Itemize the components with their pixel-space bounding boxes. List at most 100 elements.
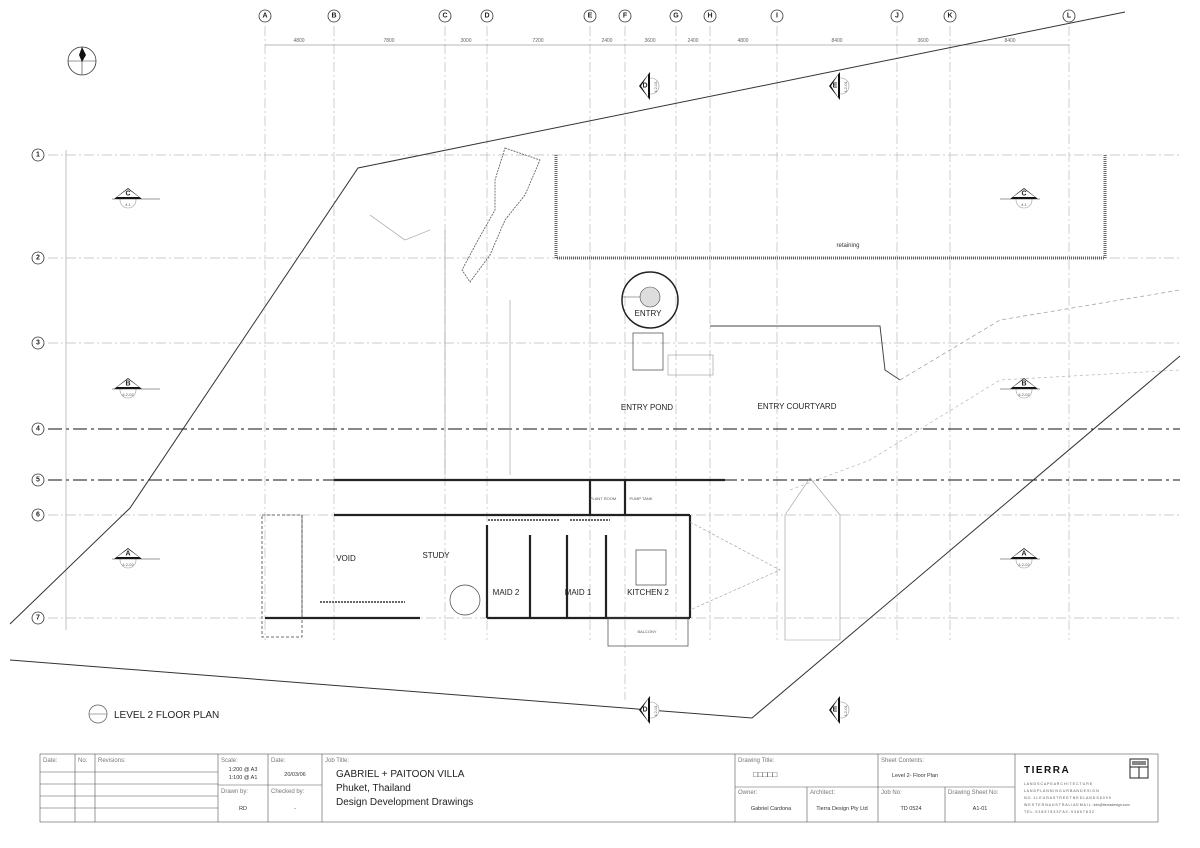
room-label-entry: ENTRY bbox=[635, 309, 663, 318]
svg-text:C: C bbox=[125, 191, 130, 198]
svg-text:20/03/06: 20/03/06 bbox=[284, 772, 305, 778]
svg-text:8400: 8400 bbox=[1004, 38, 1015, 44]
svg-text:H: H bbox=[707, 13, 712, 20]
svg-text:4.2-01: 4.2-01 bbox=[843, 705, 848, 717]
svg-text:7200: 7200 bbox=[532, 38, 543, 44]
svg-text:A: A bbox=[125, 551, 130, 558]
section-marker-c-left: C 4.1 bbox=[112, 188, 160, 209]
section-marker-b-left: B 4.2-02 bbox=[112, 378, 160, 399]
svg-text:Revisions:: Revisions: bbox=[98, 758, 126, 764]
svg-text:1:200 @ A3: 1:200 @ A3 bbox=[229, 767, 258, 773]
grid-bubble-6: 6 bbox=[31, 508, 45, 522]
svg-text:1: 1 bbox=[36, 152, 40, 159]
svg-text:RD: RD bbox=[239, 806, 247, 812]
room-label-plant-room: PLANT ROOM bbox=[590, 496, 616, 501]
svg-text:2400: 2400 bbox=[687, 38, 698, 44]
grid-bubble-7: 7 bbox=[31, 611, 45, 625]
svg-text:I: I bbox=[776, 13, 778, 20]
svg-text:No:: No: bbox=[78, 758, 88, 764]
section-marker-d-bottom: D 4.2-01 bbox=[639, 696, 660, 724]
grid-bubble-h: H bbox=[703, 9, 717, 23]
grid-bubble-2: 2 bbox=[31, 251, 45, 265]
svg-text:1:100 @ A1: 1:100 @ A1 bbox=[229, 775, 258, 781]
svg-text:Scale:: Scale: bbox=[221, 758, 238, 764]
svg-text:D: D bbox=[642, 83, 647, 90]
grid-bubble-b: B bbox=[327, 9, 341, 23]
svg-text:6: 6 bbox=[36, 512, 40, 519]
section-marker-e-top: E 4.2-01 bbox=[829, 72, 850, 100]
svg-text:C: C bbox=[1021, 191, 1026, 198]
svg-text:Design Development Drawings: Design Development Drawings bbox=[336, 797, 473, 808]
svg-text:Date:: Date: bbox=[271, 758, 286, 764]
section-marker-c-right: C 4.1 bbox=[1000, 188, 1040, 209]
svg-text:E: E bbox=[833, 83, 838, 90]
svg-text:4.2-01: 4.2-01 bbox=[653, 81, 658, 93]
svg-text:Architect:: Architect: bbox=[810, 790, 835, 796]
svg-text:4.1: 4.1 bbox=[1021, 202, 1027, 207]
tierra-logo-icon bbox=[1129, 758, 1149, 779]
firm-logo-text: TIERRA bbox=[1024, 765, 1070, 776]
building-walls bbox=[261, 477, 841, 647]
svg-text:W E S T E R N A U S T R A L: W E S T E R N A U S T R A L I A E M A I … bbox=[1024, 803, 1130, 807]
room-label-pump-tank: PUMP TANK bbox=[630, 496, 653, 501]
section-marker-a-right: A 4.2-02 bbox=[1000, 548, 1040, 569]
svg-text:4: 4 bbox=[36, 426, 40, 433]
svg-text:D: D bbox=[484, 13, 489, 20]
column-dimension-string: 4800 7800 3000 7200 2400 3600 2400 4800 … bbox=[265, 38, 1069, 46]
svg-text:F: F bbox=[623, 13, 628, 20]
svg-text:Drawn by:: Drawn by: bbox=[221, 789, 248, 795]
svg-text:B: B bbox=[125, 381, 130, 388]
svg-text:4.2-02: 4.2-02 bbox=[122, 562, 134, 567]
north-arrow-icon bbox=[67, 46, 97, 76]
room-label-entry-courtyard: ENTRY COURTYARD bbox=[758, 402, 837, 411]
room-label-study: STUDY bbox=[422, 551, 450, 560]
grid-bubble-i: I bbox=[770, 9, 784, 23]
grid-bubble-d: D bbox=[480, 9, 494, 23]
plan-title: LEVEL 2 FLOOR PLAN bbox=[88, 704, 219, 724]
svg-text:3600: 3600 bbox=[917, 38, 928, 44]
grid-bubble-j: J bbox=[890, 9, 904, 23]
svg-text:-: - bbox=[294, 806, 296, 812]
svg-text:G: G bbox=[673, 13, 679, 20]
svg-text:4.1: 4.1 bbox=[125, 202, 131, 207]
svg-text:4.2-02: 4.2-02 bbox=[1018, 392, 1030, 397]
svg-text:3000: 3000 bbox=[460, 38, 471, 44]
section-marker-b-right: B 4.2-02 bbox=[1000, 378, 1040, 399]
svg-text:3600: 3600 bbox=[644, 38, 655, 44]
svg-text:L A N D S C A P E A R C H I: L A N D S C A P E A R C H I T E C T U R … bbox=[1024, 782, 1093, 786]
svg-text:4.2-01: 4.2-01 bbox=[843, 81, 848, 93]
svg-text:E: E bbox=[833, 707, 838, 714]
grid-bubble-4: 4 bbox=[31, 422, 45, 436]
svg-text:Owner:: Owner: bbox=[738, 790, 758, 796]
entry-spiral-stair: ENTRY bbox=[621, 271, 714, 376]
svg-text:5: 5 bbox=[36, 477, 40, 484]
section-marker-d-top: D 4.2-01 bbox=[639, 72, 660, 100]
svg-text:J: J bbox=[895, 13, 899, 20]
title-block: Date: No: Revisions: Scale: 1:200 @ A3 1… bbox=[39, 753, 1159, 823]
grid-bubble-k: K bbox=[943, 9, 957, 23]
row-grid-bubbles: 1 2 3 4 5 6 7 bbox=[31, 148, 45, 625]
svg-text:B: B bbox=[331, 13, 336, 20]
svg-text:A: A bbox=[262, 13, 267, 20]
site-boundary bbox=[9, 11, 1181, 719]
svg-text:4800: 4800 bbox=[293, 38, 304, 44]
grid-bubble-a: A bbox=[258, 9, 272, 23]
svg-text:Drawing Sheet No:: Drawing Sheet No: bbox=[948, 790, 999, 796]
svg-text:A1-01: A1-01 bbox=[973, 806, 988, 812]
section-marker-e-bottom: E 4.2-01 bbox=[829, 696, 850, 724]
grid-bubble-g: G bbox=[669, 9, 683, 23]
svg-text:B: B bbox=[1021, 381, 1026, 388]
grid-bubble-l: L bbox=[1062, 9, 1076, 23]
svg-text:4.2-01: 4.2-01 bbox=[653, 705, 658, 717]
grid-bubble-f: F bbox=[618, 9, 632, 23]
svg-text:Sheet Contents:: Sheet Contents: bbox=[881, 758, 924, 764]
external-stair bbox=[369, 147, 541, 475]
svg-text:4800: 4800 bbox=[737, 38, 748, 44]
retaining-label: retaining bbox=[836, 243, 859, 249]
grid-bubble-1: 1 bbox=[31, 148, 45, 162]
svg-text:4.2-02: 4.2-02 bbox=[122, 392, 134, 397]
section-marker-a-left: A 4.2-02 bbox=[112, 548, 160, 569]
retaining-wall: retaining bbox=[554, 155, 1107, 260]
grid-bubble-e: E bbox=[583, 9, 597, 23]
